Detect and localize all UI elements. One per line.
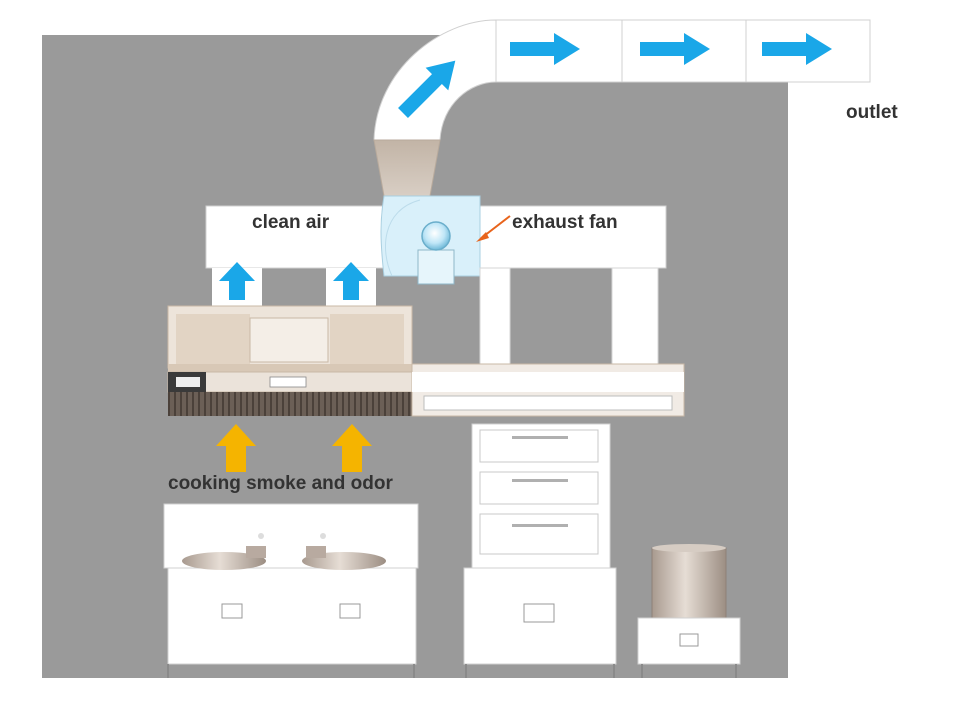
blue-flow-arrow xyxy=(640,33,710,65)
clean-air-label: clean air xyxy=(252,212,330,233)
clean-air-duct xyxy=(205,205,387,269)
orange-pointer-arrow xyxy=(476,215,511,242)
exhaust-fan-label: exhaust fan xyxy=(512,212,618,233)
hood-purifier xyxy=(167,305,685,417)
cooking-smoke-label: cooking smoke and odor xyxy=(168,473,393,494)
yellow-smoke-arrow xyxy=(332,424,372,472)
blue-flow-arrow xyxy=(398,60,456,118)
blue-flow-arrow xyxy=(762,33,832,65)
transition-cone xyxy=(373,139,441,197)
exhaust-fan xyxy=(380,195,481,285)
support-column-2 xyxy=(611,267,659,367)
wok-range xyxy=(163,503,419,678)
yellow-smoke-arrow xyxy=(216,424,256,472)
fan-icon xyxy=(421,221,451,251)
outlet-label: outlet xyxy=(846,102,898,123)
blue-flow-arrow xyxy=(333,262,369,300)
drawer-cabinet xyxy=(463,423,617,678)
support-column-1 xyxy=(479,267,511,367)
blue-flow-arrow xyxy=(219,262,255,300)
blue-flow-arrow xyxy=(510,33,580,65)
stock-pot-stand xyxy=(637,544,741,678)
